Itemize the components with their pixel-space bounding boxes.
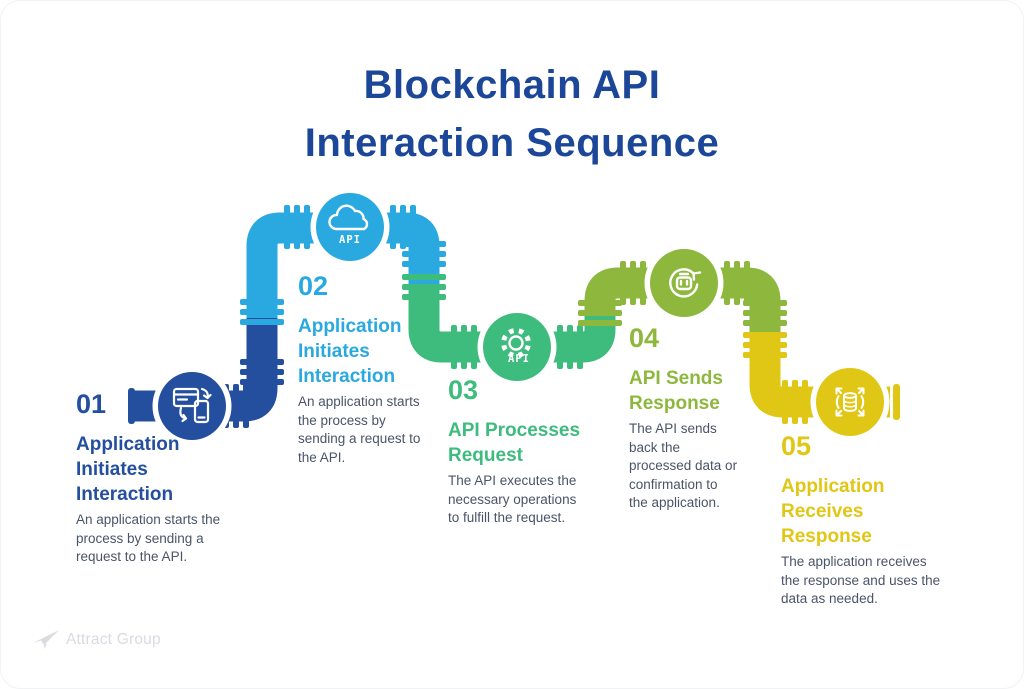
step-number: 04 <box>629 323 660 353</box>
step-number: 02 <box>298 271 329 301</box>
title-line-2: Interaction Sequence <box>304 121 720 165</box>
step-04: 04 API Sends Response The API sends back… <box>629 324 769 513</box>
step-description: An application starts the process by sen… <box>76 512 221 564</box>
logo-text: Attract Group <box>66 631 161 648</box>
step-description: An application starts the process by sen… <box>298 394 421 465</box>
paper-plane-icon <box>33 630 59 649</box>
step-05: 05 Application Receives Response The app… <box>781 432 966 609</box>
data-distribute-icon <box>810 362 890 442</box>
step-heading: API Sends Response <box>629 368 723 414</box>
cloud-api-icon: API <box>310 187 390 267</box>
title-line-1: Blockchain API <box>363 63 661 107</box>
app-device-sync-icon <box>152 366 232 446</box>
page-title: Blockchain API Interaction Sequence <box>0 56 1024 172</box>
step-description: The application receives the response an… <box>781 554 941 606</box>
gear-api-label: API <box>508 353 530 365</box>
step-heading: API Processes Request <box>448 420 581 466</box>
step-description: The API sends back the processed data or… <box>629 421 738 510</box>
gear-api-icon: API <box>477 307 557 387</box>
step-03: 03 API Processes Request The API execute… <box>448 376 618 528</box>
pipe-end-cap <box>893 384 900 420</box>
step-description: The API executes the necessary operation… <box>448 473 577 525</box>
step-number: 01 <box>76 389 107 419</box>
cloud-api-label: API <box>339 234 361 246</box>
step-number: 03 <box>448 375 479 405</box>
step-number: 05 <box>781 431 812 461</box>
step-heading: Application Receives Response <box>781 476 885 547</box>
step-02: 02 Application Initiates Interaction An … <box>298 272 458 467</box>
pipe-start-cap <box>128 388 135 424</box>
step-heading: Application Initiates Interaction <box>76 434 180 505</box>
step-heading: Application Initiates Interaction <box>298 316 402 387</box>
refresh-bot-icon <box>644 243 724 323</box>
attract-group-logo: Attract Group <box>33 630 161 650</box>
step-01: 01 Application Initiates Interaction An … <box>76 390 256 567</box>
